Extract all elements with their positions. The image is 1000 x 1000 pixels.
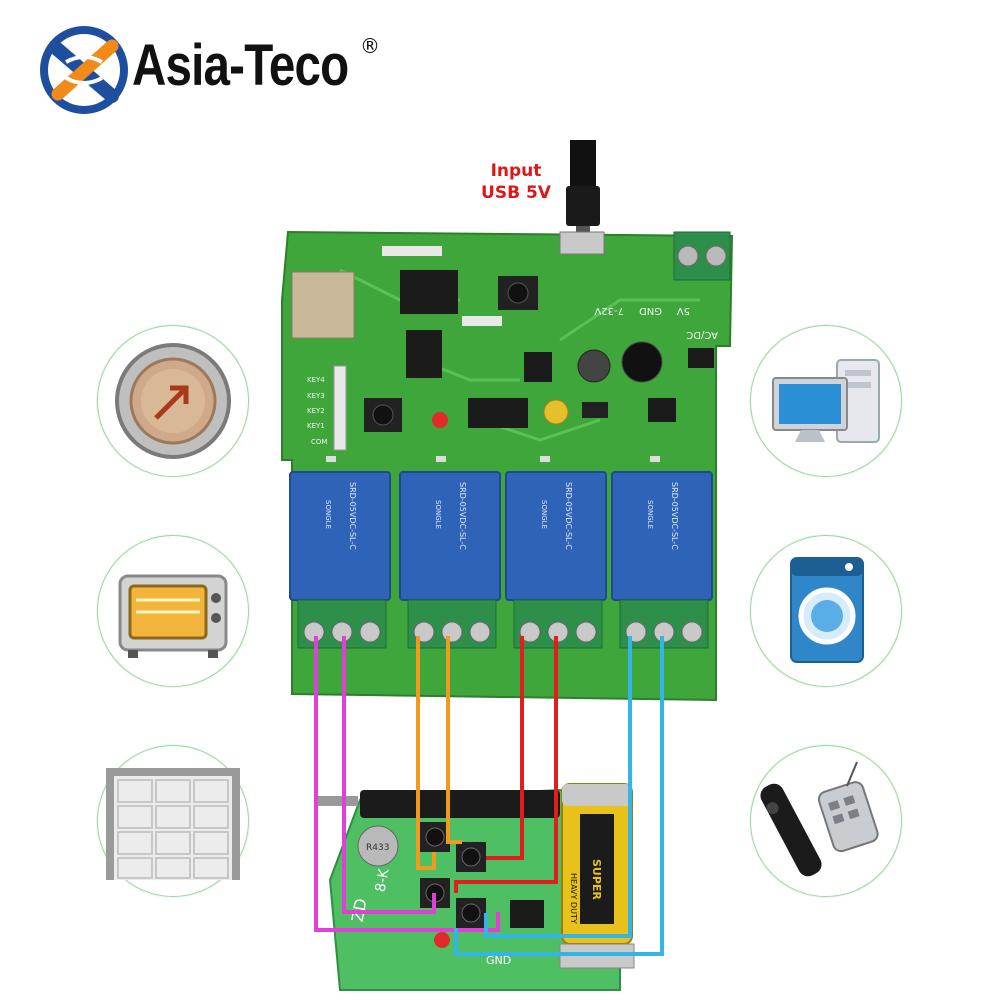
relay-body <box>289 471 391 601</box>
remote-label-mid: 8-K <box>373 867 393 893</box>
terminal-screw <box>681 621 703 643</box>
wire-channel-1 <box>314 636 500 932</box>
relay-2: SRD-05VDC-SL-C SONGLE <box>399 471 501 649</box>
power-label: GND <box>639 305 662 316</box>
terminal-screw <box>359 621 381 643</box>
ic-chip <box>406 330 442 378</box>
remote-control-icon <box>760 761 879 877</box>
remote-receiver-board: R433 ZD 8-K GND SUPER HEAVY DUTY <box>318 783 635 991</box>
computer-icon <box>772 359 880 443</box>
relay-4: SRD-05VDC-SL-C SONGLE <box>611 471 713 649</box>
battery: SUPER HEAVY DUTY <box>559 783 635 969</box>
terminal-screw <box>575 621 597 643</box>
battery-type: HEAVY DUTY <box>569 873 578 924</box>
terminal-screw <box>519 621 541 643</box>
power-input-label: Input USB 5V <box>476 160 556 204</box>
device-circle-computer <box>750 325 902 477</box>
device-circle-elevator <box>97 325 249 477</box>
relay-model-label: SRD-05VDC-SL-C <box>670 482 679 550</box>
brand-name: Asia-Teco <box>132 33 349 98</box>
key-label: KEY1 <box>307 422 325 430</box>
device-circle-washing-machine <box>750 535 902 687</box>
power-label: AC/DC <box>686 329 718 340</box>
relay-brand-label: SONGLE <box>324 500 332 529</box>
capacitor <box>621 341 663 383</box>
wire-channel-4 <box>454 636 664 956</box>
relay-brand-label: SONGLE <box>646 500 654 529</box>
ic-chip <box>400 270 458 314</box>
terminal-screw <box>441 621 463 643</box>
relay-brand-label: SONGLE <box>434 500 442 529</box>
elevator-button-icon <box>115 343 231 459</box>
oven-icon <box>118 574 228 658</box>
wire-channel-2 <box>416 636 462 870</box>
relay-model-label: SRD-05VDC-SL-C <box>564 482 573 550</box>
ic-chip <box>468 398 528 428</box>
relay-model-label: SRD-05VDC-SL-C <box>458 482 467 550</box>
wire-channel-3 <box>454 636 558 893</box>
key-label: KEY4 <box>307 376 325 384</box>
registered-mark: ® <box>360 34 380 58</box>
key-label: KEY2 <box>307 407 325 415</box>
power-input-line2: USB 5V <box>481 183 551 203</box>
brand-logo-icon <box>40 26 128 114</box>
relay-body <box>505 471 607 601</box>
usb-cable <box>566 140 600 236</box>
remote-button <box>420 878 450 908</box>
washing-machine-icon <box>790 557 864 663</box>
relay-body <box>611 471 713 601</box>
device-circle-garage-door <box>97 745 249 897</box>
relay-group: SRD-05VDC-SL-C SONGLE SRD-05VDC-SL-C SONGLE… <box>289 471 713 649</box>
relay-brand-label: SONGLE <box>540 500 548 529</box>
brand-logo <box>36 22 396 122</box>
remote-gnd-label: GND <box>486 954 511 967</box>
power-input-line1: Input <box>490 161 542 181</box>
garage-door-icon <box>106 768 240 880</box>
power-label: 7-32V <box>594 305 624 316</box>
relay-3: SRD-05VDC-SL-C SONGLE <box>505 471 607 649</box>
device-circle-oven <box>97 535 249 687</box>
key-label: KEY3 <box>307 392 325 400</box>
terminal-screw <box>469 621 491 643</box>
relay-body <box>399 471 501 601</box>
antenna-coil <box>360 790 560 818</box>
crystal-oscillator <box>357 825 399 867</box>
relay-model-label: SRD-05VDC-SL-C <box>348 482 357 550</box>
remote-button <box>456 842 486 872</box>
device-circle-remote-control <box>750 745 902 897</box>
remote-button <box>420 822 450 852</box>
crystal-label: R433 <box>366 843 389 853</box>
relay-1: SRD-05VDC-SL-C SONGLE <box>289 471 391 649</box>
remote-button <box>456 898 486 928</box>
key-label: COM <box>311 438 327 446</box>
power-label: 5V <box>677 305 690 316</box>
battery-brand: SUPER <box>590 859 603 900</box>
